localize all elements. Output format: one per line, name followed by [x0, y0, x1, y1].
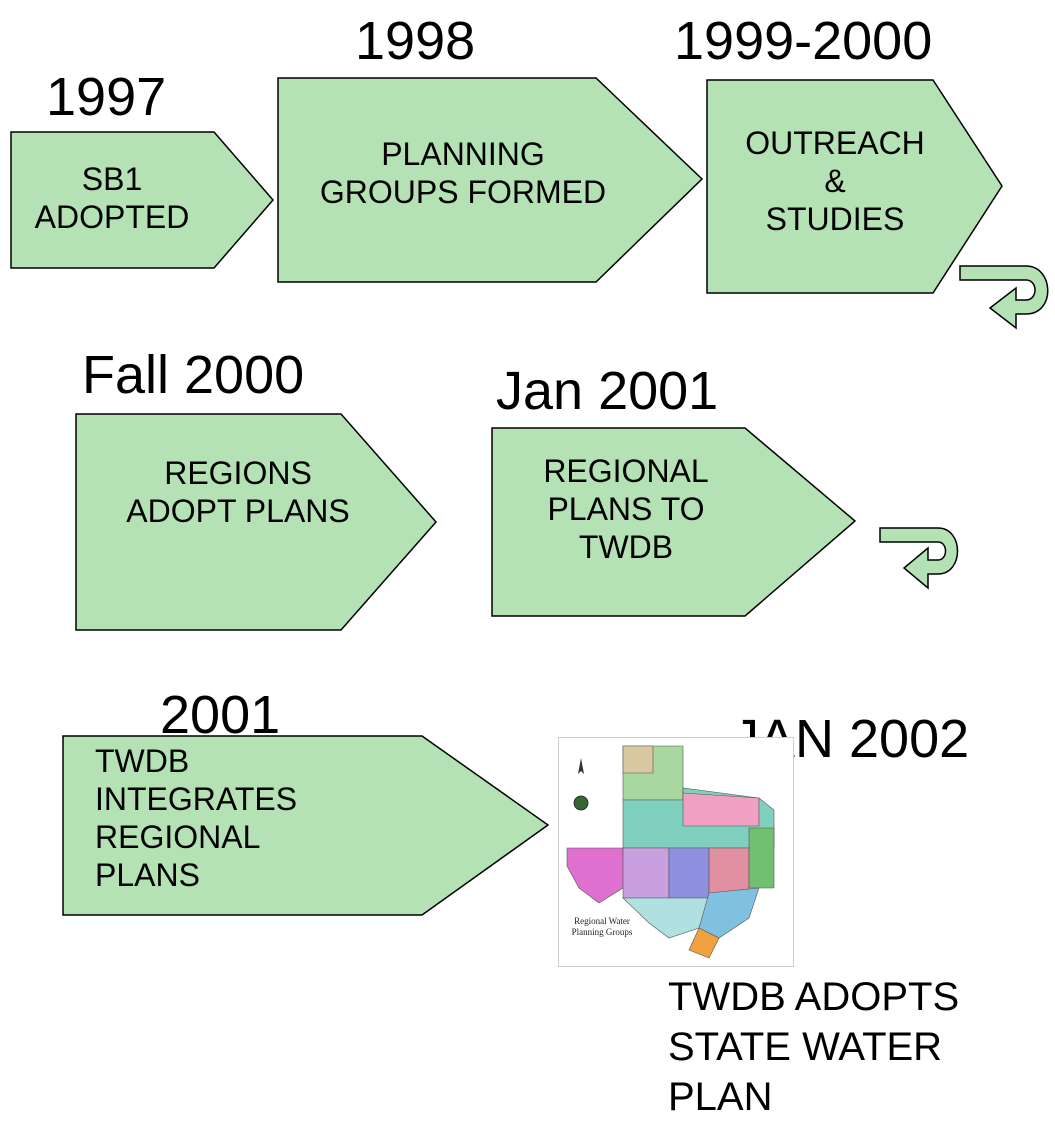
step-label-line: INTEGRATES: [95, 781, 298, 817]
map-caption-line: Regional Water: [574, 916, 630, 926]
step-label-line: GROUPS FORMED: [319, 174, 607, 210]
step-box-2001: [62, 735, 550, 916]
step-label-2001: TWDB INTEGRATES REGIONAL PLANS: [95, 742, 425, 894]
step-box-fall-2000: [75, 413, 437, 631]
step-label-line: PLANS: [95, 857, 200, 893]
step-label-line: REGIONAL: [543, 453, 709, 489]
step-label-line: ADOPTED: [34, 199, 190, 235]
map-caption: Regional Water Planning Groups: [567, 916, 637, 938]
step-box-jan-2001: [491, 427, 857, 617]
step-label-line: OUTREACH: [745, 125, 925, 161]
texas-map-graphic: [566, 745, 775, 959]
step-year: 1999-2000: [674, 11, 933, 71]
step-label-1997: SB1 ADOPTED: [18, 160, 206, 236]
step-label-fall-2000: REGIONS ADOPT PLANS: [78, 454, 398, 530]
step-label-1998: PLANNING GROUPS FORMED: [298, 135, 628, 211]
final-caption-line: PLAN: [668, 1075, 773, 1119]
texas-regions-map: Regional Water Planning Groups: [558, 737, 794, 967]
step-label-jan-2001: REGIONAL PLANS TO TWDB: [508, 452, 744, 566]
step-year: Jan 2001: [496, 361, 719, 421]
step-label-1999-2000: OUTREACH & STUDIES: [710, 124, 960, 238]
step-label-line: ADOPT PLANS: [126, 493, 350, 529]
step-label-line: PLANS TO: [547, 491, 705, 527]
step-year: Fall 2000: [82, 345, 305, 405]
step-year: 1998: [355, 11, 476, 71]
u-turn-arrow-icon: [879, 527, 959, 590]
map-caption-line: Planning Groups: [571, 927, 633, 937]
step-label-line: STUDIES: [765, 201, 905, 237]
step-label-line: REGIONAL: [95, 819, 261, 855]
u-turn-arrow-icon: [959, 265, 1049, 330]
step-year: 2001: [160, 685, 281, 745]
final-caption: TWDB ADOPTS STATE WATER PLAN: [668, 972, 959, 1122]
step-label-line: TWDB: [578, 529, 674, 565]
step-box-1997: [10, 131, 274, 269]
final-caption-line: STATE WATER: [668, 1025, 943, 1069]
step-label-line: SB1: [81, 161, 143, 197]
step-label-line: &: [824, 163, 846, 199]
step-label-line: PLANNING: [381, 136, 545, 172]
final-caption-line: TWDB ADOPTS: [668, 975, 960, 1019]
step-box-1999-2000: [706, 79, 1003, 294]
step-label-line: REGIONS: [164, 455, 312, 491]
step-label-line: TWDB: [95, 743, 190, 779]
step-year: 1997: [46, 67, 167, 127]
step-box-1998: [277, 77, 704, 283]
